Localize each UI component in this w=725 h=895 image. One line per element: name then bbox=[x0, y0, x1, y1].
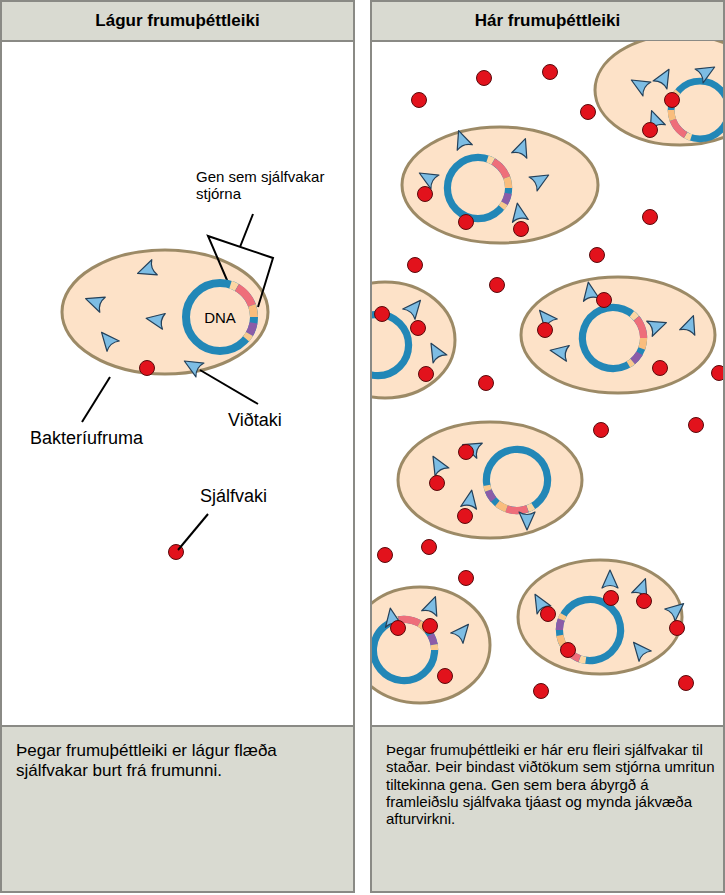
autoinducer bbox=[679, 676, 694, 691]
autoinducer bbox=[375, 307, 390, 322]
autoinducer bbox=[412, 93, 427, 108]
panel-caption: Þegar frumuþéttleiki er lágur flæða sjál… bbox=[16, 741, 316, 782]
autoinducer bbox=[643, 123, 658, 138]
receptor bbox=[145, 310, 166, 329]
panel-header: Hár frumuþéttleiki bbox=[372, 2, 723, 42]
plasmid bbox=[559, 284, 666, 391]
autoinducer bbox=[597, 293, 612, 308]
plasmid bbox=[372, 303, 420, 387]
callout-label: Gen sem sjálfvakar stjórna bbox=[196, 168, 336, 203]
autoinducer bbox=[689, 418, 704, 433]
autoinducer bbox=[514, 222, 529, 237]
bacterium-cell bbox=[62, 250, 268, 374]
autoinducer bbox=[477, 71, 492, 86]
autoinducer bbox=[543, 65, 558, 80]
receptor bbox=[426, 452, 449, 476]
receptor bbox=[512, 136, 533, 158]
callout-label: Bakteríufruma bbox=[30, 428, 190, 449]
receptor bbox=[403, 295, 427, 319]
receptor bbox=[424, 339, 447, 363]
autoinducer bbox=[408, 258, 423, 273]
receptor bbox=[451, 619, 475, 643]
autoinducer bbox=[411, 321, 426, 336]
autoinducer bbox=[459, 445, 474, 460]
autoinducer bbox=[459, 215, 474, 230]
receptor bbox=[422, 594, 443, 616]
autoinducer bbox=[538, 323, 553, 338]
plasmid bbox=[661, 71, 723, 150]
receptor bbox=[461, 489, 480, 510]
autoinducer bbox=[581, 105, 596, 120]
dna-plasmid: DNA bbox=[180, 277, 260, 357]
receptor bbox=[653, 65, 676, 89]
autoinducer bbox=[422, 540, 437, 555]
autoinducer bbox=[140, 361, 155, 376]
receptor bbox=[647, 315, 669, 336]
autoinducer bbox=[712, 366, 724, 381]
panel-header: Lágur frumuþéttleiki bbox=[2, 2, 353, 42]
receptor bbox=[627, 637, 651, 661]
receptor bbox=[549, 342, 570, 361]
callout-label: Viðtaki bbox=[228, 410, 338, 431]
receptor bbox=[529, 168, 553, 191]
receptor bbox=[519, 512, 535, 530]
autoinducer bbox=[423, 619, 438, 634]
autoinducer bbox=[604, 591, 619, 606]
bacterium-cell bbox=[402, 127, 598, 243]
receptor bbox=[135, 260, 157, 281]
receptor bbox=[83, 291, 105, 312]
autoinducer bbox=[458, 509, 473, 524]
callout-label: Sjálfvaki bbox=[200, 486, 330, 507]
autoinducer bbox=[438, 669, 453, 684]
receptor bbox=[680, 313, 701, 335]
autoinducer bbox=[665, 93, 680, 108]
autoinducer bbox=[541, 607, 556, 622]
plasmid-ring bbox=[180, 277, 260, 357]
autoinducer bbox=[391, 621, 406, 636]
autoinducer bbox=[378, 548, 393, 563]
autoinducer bbox=[479, 376, 494, 391]
plasmid bbox=[372, 591, 463, 709]
autoinducer bbox=[590, 248, 605, 263]
bacterium-cell bbox=[398, 422, 582, 538]
receptor bbox=[627, 73, 651, 96]
panel-footer: Þegar frumuþéttleiki er hár eru fleiri s… bbox=[372, 725, 723, 891]
autoinducer bbox=[418, 187, 433, 202]
autoinducer bbox=[653, 361, 668, 376]
autoinducer bbox=[637, 594, 652, 609]
autoinducer bbox=[561, 643, 576, 658]
autoinducer bbox=[534, 684, 549, 699]
panel-title: Hár frumuþéttleiki bbox=[475, 11, 620, 30]
receptor bbox=[695, 60, 719, 83]
autoinducer bbox=[430, 476, 445, 491]
autoinducer bbox=[670, 621, 685, 636]
panel-caption: Þegar frumuþéttleiki er hár eru fleiri s… bbox=[386, 741, 716, 827]
autoinducer bbox=[459, 571, 474, 586]
plasmid bbox=[436, 146, 520, 230]
autoinducer bbox=[419, 367, 434, 382]
receptor bbox=[602, 570, 618, 588]
receptor bbox=[509, 202, 528, 223]
plasmid bbox=[542, 582, 639, 679]
panel-title: Lágur frumuþéttleiki bbox=[95, 11, 259, 30]
receptor bbox=[95, 327, 119, 351]
autoinducer bbox=[594, 423, 609, 438]
dna-label: DNA bbox=[180, 309, 260, 326]
autoinducer bbox=[490, 278, 505, 293]
bacterium-cell bbox=[521, 277, 715, 393]
receptor bbox=[415, 166, 439, 189]
autoinducer bbox=[643, 210, 658, 225]
panel-footer: Þegar frumuþéttleiki er lágur flæða sjál… bbox=[2, 725, 353, 891]
